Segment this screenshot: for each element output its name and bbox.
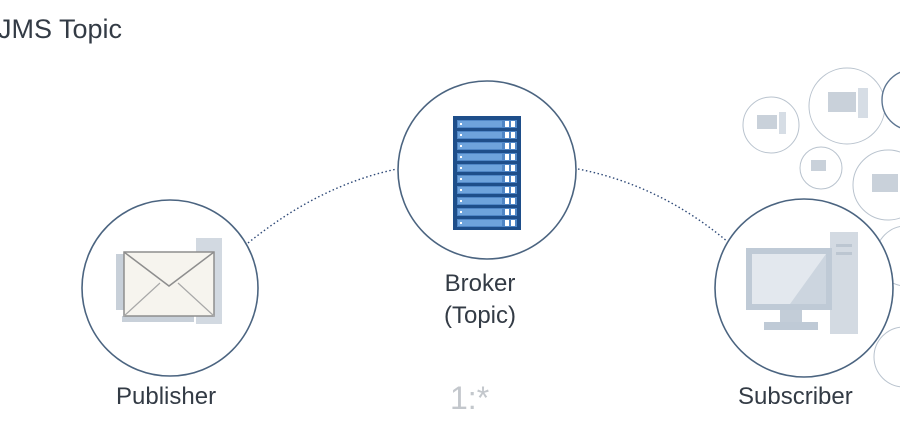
subscriber-label: Subscriber xyxy=(738,383,853,410)
small-subscriber-circle xyxy=(873,326,900,388)
connector-publisher-broker xyxy=(247,168,398,244)
computer-icon xyxy=(746,232,858,334)
small-subscriber-circle xyxy=(742,96,800,154)
small-subscriber-circle xyxy=(852,149,900,221)
small-subscriber-circle xyxy=(799,146,843,190)
broker-label-line2: (Topic) xyxy=(443,302,516,329)
server-rack-icon xyxy=(453,116,521,230)
subscriber-node xyxy=(714,198,894,378)
broker-label-line1: Broker xyxy=(444,270,516,297)
small-subscriber-circle xyxy=(808,67,886,145)
connector-broker-subscriber xyxy=(577,168,729,243)
envelope-computer-icon xyxy=(116,238,222,324)
small-subscriber-circle xyxy=(881,71,900,129)
publisher-node xyxy=(81,199,259,377)
page-title: JMS Topic xyxy=(0,14,123,44)
publisher-label: Publisher xyxy=(116,383,217,410)
broker-label: Broker (Topic) xyxy=(380,268,580,332)
broker-node xyxy=(397,80,577,260)
ratio-label: 1:* xyxy=(450,380,490,416)
